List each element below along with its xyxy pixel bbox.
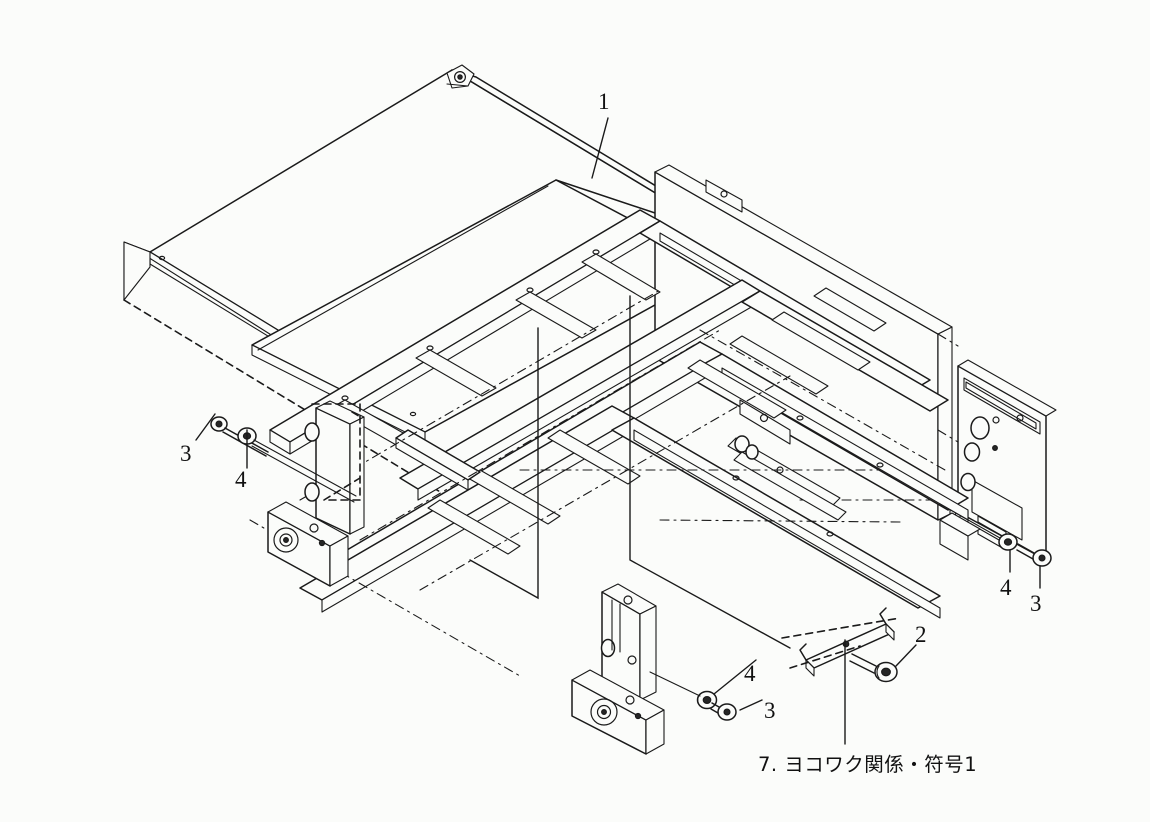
hardware-left xyxy=(195,413,357,503)
panel-leader-lines xyxy=(469,295,791,649)
callout-1-leader xyxy=(591,117,609,179)
figure-caption: 7. ヨコワク関係・符号1 xyxy=(758,753,978,776)
callout-4-front: 4 xyxy=(744,661,756,686)
hardware-right xyxy=(939,503,1052,589)
flat-washer-front xyxy=(696,690,718,710)
callout-1: 1 xyxy=(598,89,610,114)
callout-3-front: 3 xyxy=(764,698,776,723)
callout-4-left: 4 xyxy=(235,467,247,492)
hardware-front xyxy=(649,659,763,721)
callout-4-right: 4 xyxy=(1000,575,1012,600)
screw-part2 xyxy=(849,653,898,683)
callout-2: 2 xyxy=(915,622,927,647)
left-corner-bracket xyxy=(267,400,365,587)
hex-bolt-right xyxy=(1016,543,1052,567)
interior-grid-right xyxy=(687,287,887,521)
flat-washer-right xyxy=(998,533,1018,551)
corner-fitting-top xyxy=(446,64,475,89)
base-frame-assembly xyxy=(249,209,969,677)
hex-bolt-front xyxy=(710,702,737,721)
callout-3-right: 3 xyxy=(1030,591,1042,616)
callout-3-left: 3 xyxy=(180,441,192,466)
interior-cross-rails xyxy=(427,429,641,555)
angle-bracket-part2 xyxy=(781,607,917,683)
front-center-bracket xyxy=(571,583,665,755)
